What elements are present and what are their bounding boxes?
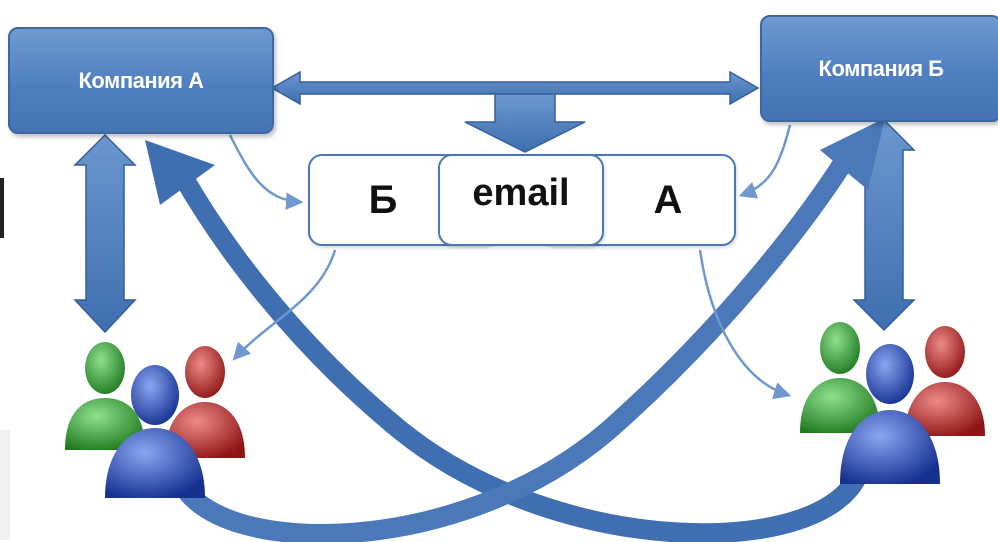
company-b-box: Компания Б [760, 15, 998, 122]
person-blue-icon [105, 365, 205, 498]
curve-arrow-to-company-b [170, 118, 885, 542]
left-vertical-arrow [73, 133, 137, 334]
person-green-icon [65, 342, 145, 450]
person-red-icon [905, 326, 985, 436]
envelope-letter-a: А [653, 177, 683, 222]
companies-link-arrow [270, 70, 760, 106]
thin-arrows [228, 124, 792, 400]
company-a-label: Компания А [78, 67, 204, 93]
company-b-label: Компания Б [818, 55, 944, 81]
envelope-email: email [438, 154, 604, 246]
edge-shade [0, 430, 10, 540]
down-arrow [464, 93, 586, 153]
curve-arrow-to-company-a [145, 140, 870, 542]
envelope-letter-b: Б [368, 177, 398, 222]
user-group-icon [800, 322, 985, 484]
company-a-box: Компания А [8, 27, 274, 134]
person-green-icon [800, 322, 880, 433]
email-label: email [472, 172, 570, 214]
user-group-icon [65, 342, 245, 498]
edge-marker [0, 178, 4, 238]
person-blue-icon [840, 344, 940, 484]
